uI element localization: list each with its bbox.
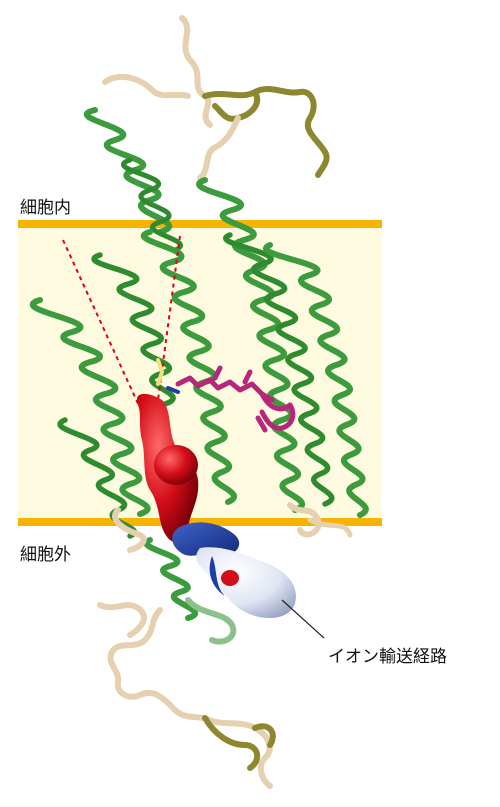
label-ion-pathway: イオン輸送経路 bbox=[328, 647, 447, 667]
ion-pathway-blue-rim bbox=[209, 556, 225, 596]
top-loops bbox=[102, 15, 330, 181]
ion-pathway bbox=[136, 393, 296, 619]
helix-bundle bbox=[29, 107, 369, 645]
label-inside: 細胞内 bbox=[20, 198, 71, 218]
ion-pathway-blue bbox=[172, 522, 240, 557]
label-outside: 細胞外 bbox=[20, 545, 71, 565]
bottom-loops bbox=[97, 502, 353, 789]
pathway-leader-line bbox=[281, 599, 325, 639]
retinal-icon bbox=[175, 365, 296, 433]
membrane-edge-bottom bbox=[18, 518, 382, 526]
ion-pathway-pale bbox=[196, 547, 296, 619]
ion-pathway-red-spot bbox=[221, 570, 239, 586]
residue-icon bbox=[156, 358, 180, 394]
ion-pathway-blob bbox=[154, 445, 198, 485]
membrane-edge-top bbox=[18, 220, 382, 228]
